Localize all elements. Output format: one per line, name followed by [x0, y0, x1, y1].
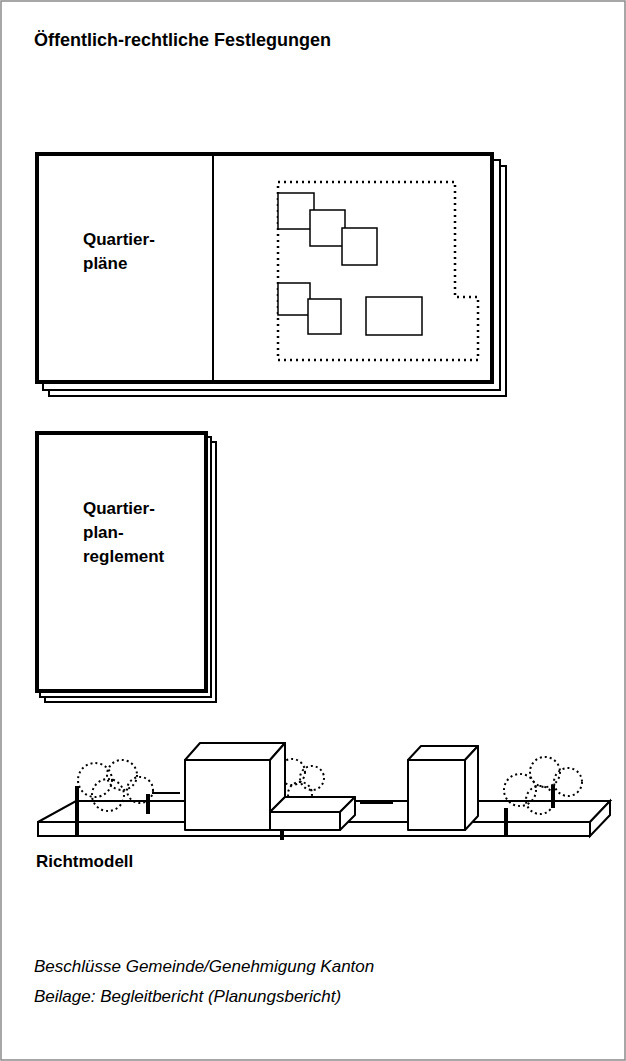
regulation-book: Quartier- plan- reglement — [36, 432, 207, 692]
note: Beschlüsse Gemeinde/Genehmigung Kanton — [34, 957, 374, 977]
plan-perimeter — [278, 182, 478, 360]
model-illustration — [38, 743, 610, 840]
page-stack — [36, 153, 506, 396]
plan-buildings — [278, 193, 422, 335]
note: Beilage: Begleitbericht (Planungsbericht… — [34, 987, 341, 1007]
divider — [212, 154, 214, 382]
model-label: Richtmodell — [36, 852, 133, 872]
title: Öffentlich-rechtliche Festlegungen — [34, 30, 331, 51]
plan-book: Quartier- pläne — [36, 153, 493, 383]
node-label: Quartier- plan- reglement — [83, 497, 179, 569]
node-label: Quartier- pläne — [83, 228, 179, 276]
page-stack — [36, 432, 216, 702]
